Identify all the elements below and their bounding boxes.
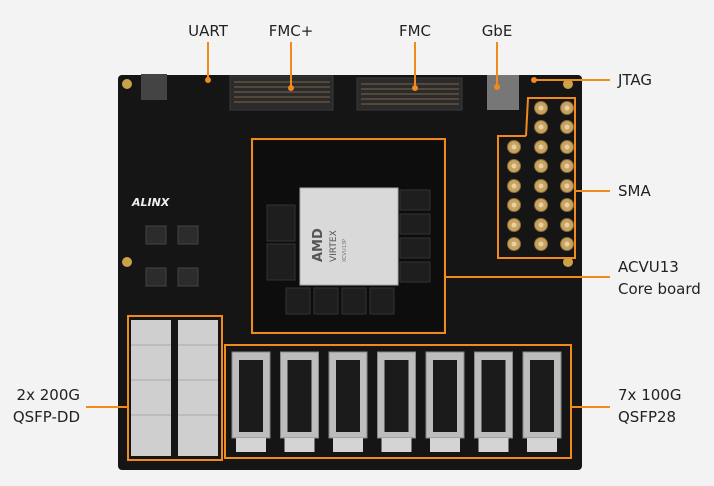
label-uart: UART <box>188 22 228 40</box>
sma-pin <box>511 144 517 150</box>
qsfp28-latch <box>381 438 412 452</box>
sma-pin <box>511 183 517 189</box>
label-core-board-line1: ACVU13 <box>618 258 679 276</box>
qsfp-dd-cages <box>131 320 218 456</box>
sma-pin <box>564 144 570 150</box>
sma-pin <box>564 124 570 130</box>
qsfp28-port-opening <box>336 360 360 432</box>
sma-pin <box>511 202 517 208</box>
chip-part: XCVU13P <box>342 239 348 262</box>
qsfp28-latch <box>236 438 266 452</box>
qsfp28-latch <box>430 438 460 452</box>
sma-pin <box>538 105 544 111</box>
sma-pin <box>511 241 517 247</box>
label-qsfp-dd-line2: QSFP-DD <box>12 408 80 426</box>
label-jtag: JTAG <box>618 71 653 89</box>
sma-pin <box>564 163 570 169</box>
fmc-plus-connector <box>229 75 334 111</box>
label-fmc: FMC <box>398 22 432 40</box>
qsfp28-port-opening <box>481 360 506 432</box>
sma-pin <box>564 241 570 247</box>
chip-family: VIRTEX <box>329 230 339 262</box>
sma-pin <box>511 163 517 169</box>
chip-brand: AMD <box>311 228 326 262</box>
qsfp28-port-opening <box>287 360 312 432</box>
sma-pin <box>564 105 570 111</box>
qsfp28-cages <box>231 351 562 452</box>
label-qsfp28-line2: QSFP28 <box>618 408 677 426</box>
label-fmc-plus: FMC+ <box>268 22 314 40</box>
label-core-board-line2: Core board <box>618 280 701 298</box>
annotation-lines <box>86 42 610 461</box>
sma-connectors <box>507 101 574 251</box>
qsfp28-latch <box>478 438 509 452</box>
label-gbe: GbE <box>481 22 513 40</box>
label-core-board: ACVU13 Core board <box>618 256 701 300</box>
sma-pin <box>538 241 544 247</box>
label-sma: SMA <box>618 182 651 200</box>
sma-pin <box>538 202 544 208</box>
qsfp28-port-opening <box>239 360 263 432</box>
qsfp28-port-opening <box>530 360 554 432</box>
fpga-chip <box>299 187 399 286</box>
sma-pin <box>538 163 544 169</box>
sma-pin <box>538 183 544 189</box>
power-modules <box>145 225 199 287</box>
gbe-port <box>487 75 519 110</box>
sma-pin <box>564 222 570 228</box>
label-qsfp-dd: 2x 200G QSFP-DD <box>13 384 80 428</box>
qsfp28-latch <box>333 438 363 452</box>
label-qsfp28-line1: 7x 100G <box>618 386 682 404</box>
alinx-logo: ALINX <box>131 196 170 209</box>
sma-pin <box>538 222 544 228</box>
sma-pin <box>564 183 570 189</box>
label-qsfp28: 7x 100G QSFP28 <box>618 384 681 428</box>
qsfp28-port-opening <box>433 360 457 432</box>
qsfp28-latch <box>284 438 315 452</box>
qsfp28-latch <box>527 438 557 452</box>
sma-pin <box>538 124 544 130</box>
sma-pin <box>538 144 544 150</box>
power-connector <box>141 74 167 100</box>
qsfp28-port-opening <box>384 360 409 432</box>
sma-pin <box>511 222 517 228</box>
sma-pin <box>564 202 570 208</box>
label-qsfp-dd-line1: 2x 200G <box>16 386 80 404</box>
